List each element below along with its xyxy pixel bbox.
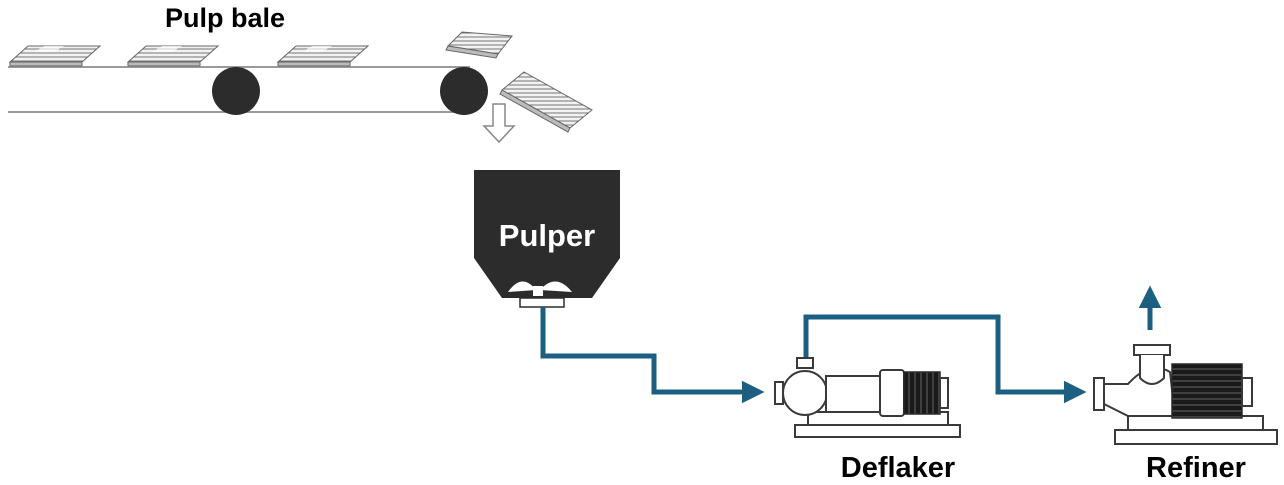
pulp-bale-icon	[276, 45, 370, 67]
conveyor	[8, 66, 488, 115]
flow-lines	[540, 285, 1162, 404]
label-pulper: Pulper	[499, 218, 595, 253]
flow-deflaker-to-refiner	[803, 314, 1087, 404]
down-arrow-icon	[482, 103, 516, 144]
pulp-bale-icon	[445, 31, 513, 59]
pulper	[474, 170, 620, 308]
label-refiner: Refiner	[1146, 452, 1246, 484]
pulp-bale-icon	[8, 45, 102, 67]
label-deflaker: Deflaker	[841, 452, 955, 484]
refiner-machine	[1093, 344, 1278, 445]
pump-motor-icon	[774, 357, 961, 438]
conveyor-roller-icon	[212, 67, 260, 115]
pulp-bale-icon	[126, 45, 220, 67]
pulp-bale-icon	[499, 71, 593, 133]
label-pulp-bale: Pulp bale	[165, 3, 285, 33]
conveyor-roller-icon	[440, 67, 488, 115]
pulper-impeller-icon	[508, 281, 572, 308]
flow-pulper-to-deflaker	[540, 307, 765, 404]
